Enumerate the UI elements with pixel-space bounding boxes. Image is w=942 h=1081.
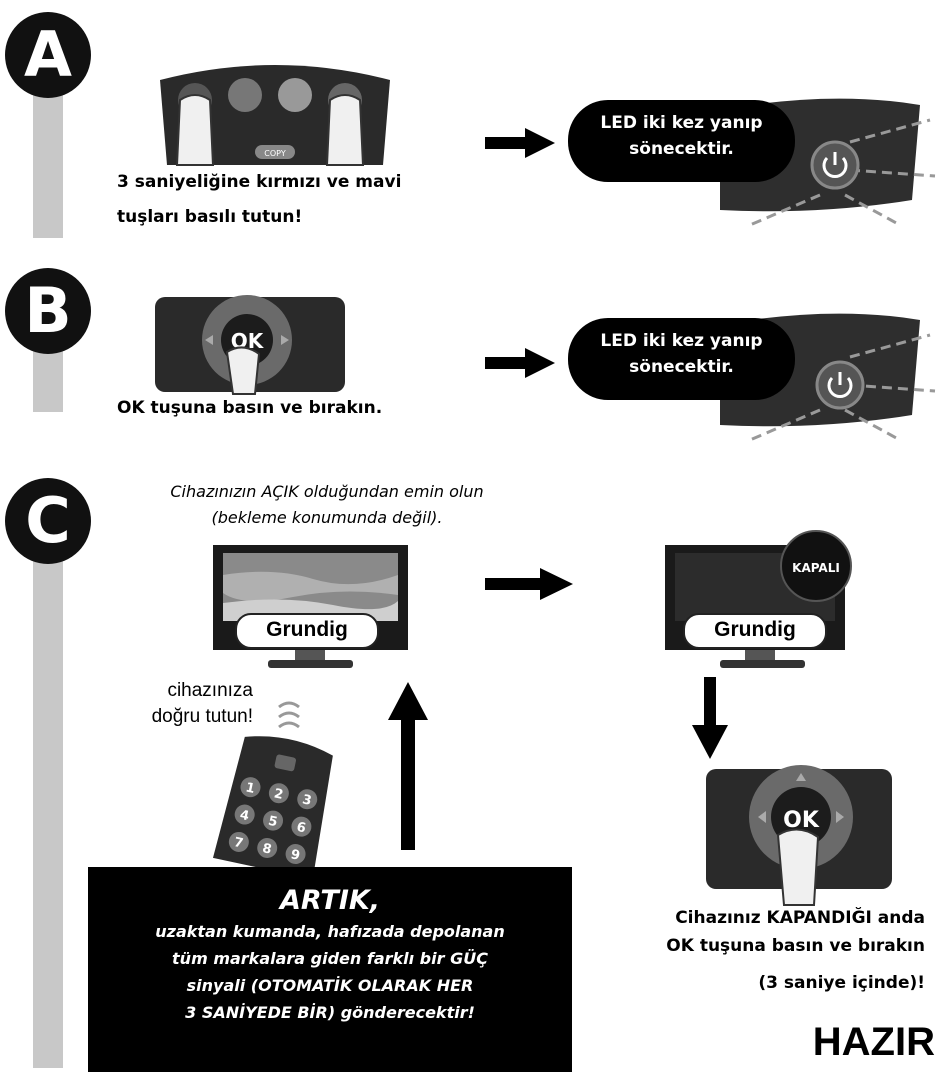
- remote-ok-button-illustration: OK: [155, 295, 345, 395]
- step-a-caption-line1: 3 saniyeliğine kırmızı ve mavi: [117, 172, 402, 192]
- banner-line4: 3 SANİYEDE BİR) gönderecektir!: [185, 1003, 475, 1022]
- signal-waves-icon: [278, 701, 300, 729]
- step-c-note-line1: Cihazınızın AÇIK olduğundan emin olun: [170, 482, 484, 501]
- off-badge-label: KAPALI: [792, 561, 840, 575]
- step-c-rail: [33, 548, 63, 1068]
- banner-title: ARTIK,: [279, 885, 381, 916]
- arrow-right-icon: [485, 348, 555, 378]
- step-b-badge: B: [5, 268, 91, 354]
- tv-on-brand: Grundig: [235, 613, 379, 649]
- remote-ok-press-illustration: OK: [706, 765, 892, 906]
- step-a-led-line1: LED iki kez yanıp: [600, 113, 763, 133]
- step-b-caption: OK tuşuna basın ve bırakın.: [117, 398, 383, 418]
- step-a-led-bubble: LED iki kez yanıp sönecektir.: [568, 100, 795, 182]
- key-6: 6: [295, 820, 307, 837]
- banner-line3: sinyali (OTOMATİK OLARAK HER: [186, 976, 474, 995]
- arrow-up-icon: [388, 682, 428, 850]
- final-line2: OK tuşuna basın ve bırakın: [666, 936, 925, 956]
- step-b-led-line1: LED iki kez yanıp: [600, 331, 763, 351]
- step-c-badge: C: [5, 478, 91, 564]
- off-badge: KAPALI: [780, 530, 852, 602]
- step-a-caption-line2: tuşları basılı tutun!: [117, 207, 303, 227]
- key-7: 7: [233, 835, 245, 852]
- key-9: 9: [289, 847, 301, 864]
- step-a-led-line2: sönecektir.: [629, 139, 734, 159]
- arrow-down-icon: [692, 677, 728, 759]
- point-line2: doğru tutun!: [151, 706, 253, 727]
- final-line1: Cihazınız KAPANDIĞI anda: [675, 908, 925, 928]
- step-a-badge: A: [5, 12, 91, 98]
- step-b-led-bubble: LED iki kez yanıp sönecektir.: [568, 318, 795, 400]
- key-8: 8: [261, 841, 273, 858]
- banner-line2: tüm markalara giden farklı bir GÜÇ: [172, 949, 488, 968]
- remote-keypad-illustration: 1 2 3 4 5 6 7 8 9: [212, 736, 333, 880]
- key-5: 5: [267, 814, 279, 831]
- key-1: 1: [244, 780, 256, 797]
- auto-power-banner: ARTIK, uzaktan kumanda, hafızada depolan…: [88, 867, 572, 1072]
- point-line1: cihazınıza: [167, 680, 253, 701]
- tv-off-brand: Grundig: [683, 613, 827, 649]
- step-c-ok-label: OK: [783, 808, 820, 833]
- key-3: 3: [301, 792, 313, 809]
- arrow-right-icon: [485, 128, 555, 158]
- step-c-note-line2: (bekleme konumunda değil).: [211, 508, 443, 527]
- arrow-right-icon: [485, 568, 573, 600]
- key-4: 4: [238, 808, 250, 825]
- copy-button-label: COPY: [264, 149, 286, 158]
- step-b-led-line2: sönecektir.: [629, 357, 734, 377]
- banner-line1: uzaktan kumanda, hafızada depolanan: [155, 922, 505, 941]
- key-2: 2: [273, 786, 285, 803]
- ready-label: HAZIR: [812, 1020, 935, 1064]
- final-line3: (3 saniye içinde)!: [758, 973, 925, 993]
- tv-on-illustration: [213, 545, 408, 668]
- remote-color-buttons-illustration: COPY: [160, 65, 390, 166]
